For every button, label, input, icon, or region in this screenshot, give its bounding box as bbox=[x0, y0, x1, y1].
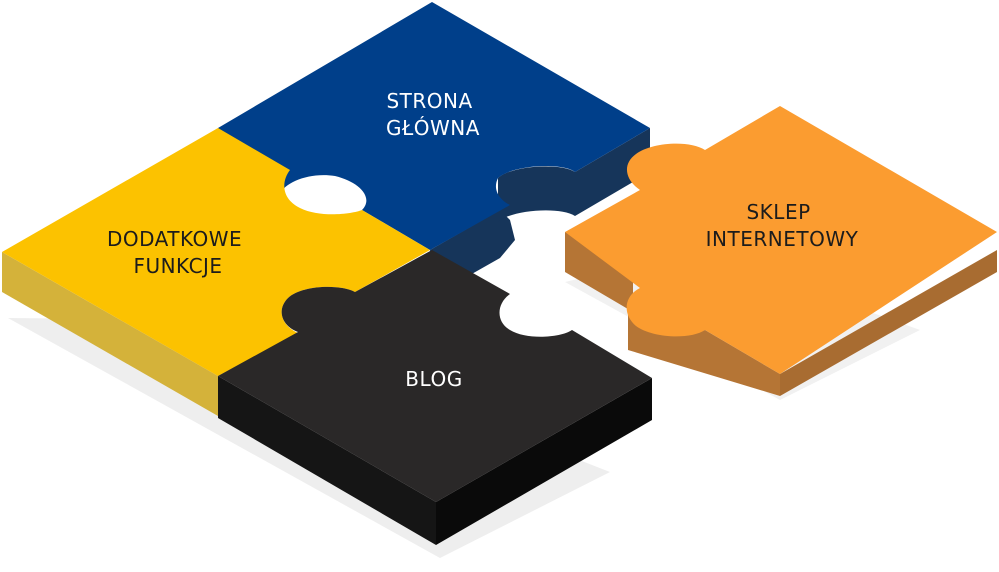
label-line-2: INTERNETOWY bbox=[706, 227, 859, 251]
piece-side bbox=[2, 252, 218, 416]
piece-side bbox=[780, 250, 997, 396]
label-strona-glowna: STRONA GŁÓWNA bbox=[386, 89, 480, 140]
piece-strona-glowna: STRONA GŁÓWNA bbox=[218, 2, 650, 280]
label-sklep-internetowy: SKLEP INTERNETOWY bbox=[706, 200, 859, 251]
piece-top bbox=[565, 106, 997, 374]
piece-side bbox=[565, 232, 780, 396]
piece-side bbox=[436, 378, 652, 545]
label-line-1: DODATKOWE bbox=[107, 227, 242, 251]
piece-blog: BLOG bbox=[218, 250, 652, 545]
label-dodatkowe-funkcje: DODATKOWE FUNKCJE bbox=[107, 227, 249, 278]
label-line-2: GŁÓWNA bbox=[386, 116, 480, 140]
label-line-1: SKLEP bbox=[746, 200, 810, 224]
label-line-1: BLOG bbox=[405, 367, 462, 391]
label-blog: BLOG bbox=[405, 367, 462, 391]
piece-dodatkowe-funkcje: DODATKOWE FUNKCJE bbox=[2, 128, 430, 416]
piece-top bbox=[2, 128, 430, 376]
piece-side bbox=[218, 376, 436, 545]
piece-knob-side bbox=[498, 166, 575, 222]
label-line-1: STRONA bbox=[386, 89, 472, 113]
piece-top bbox=[218, 2, 650, 250]
piece-sklep-internetowy: SKLEP INTERNETOWY bbox=[565, 106, 997, 396]
piece-side bbox=[430, 128, 650, 280]
label-line-2: FUNKCJE bbox=[133, 254, 222, 278]
piece-top bbox=[218, 250, 652, 502]
